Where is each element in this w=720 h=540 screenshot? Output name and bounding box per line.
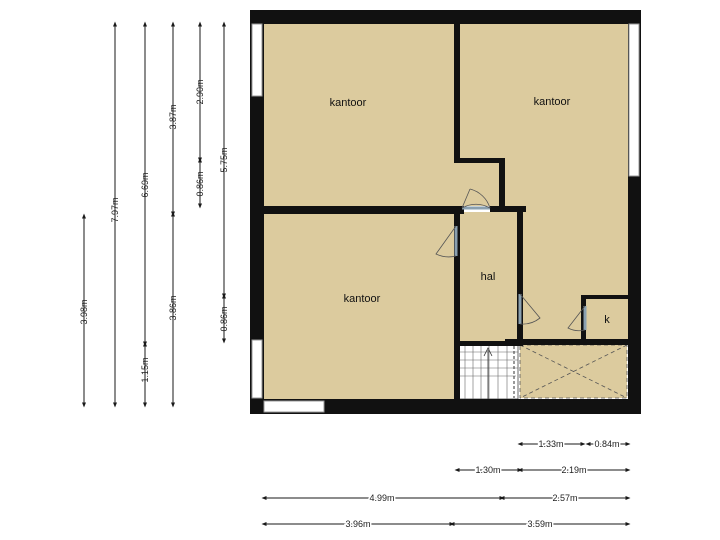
dim-v-3-87: 3.87m	[168, 104, 178, 129]
floor-kantoor-top-left	[264, 24, 457, 206]
door-top-corridor	[461, 188, 491, 210]
wall-hal-top	[490, 206, 526, 212]
floor-corridor	[457, 160, 501, 206]
wall-k-top	[581, 295, 630, 299]
window-left-lower	[251, 339, 263, 399]
dim-v-7-97: 7.97m	[110, 197, 120, 222]
dim-h-3-96: 3.96m	[345, 519, 370, 529]
floor-hal	[457, 212, 520, 341]
floor-kantoor-bottom	[264, 214, 457, 400]
room-label-k: k	[604, 314, 610, 326]
vertical-dimensions: 3.98m 7.97m 6.69m 1.15m 3.87m 3.86m 2.90…	[79, 21, 229, 408]
room-labels: kantoor kantoor kantoor hal k	[330, 96, 611, 326]
dim-v-0-86-bottom: 0.86m	[219, 306, 229, 331]
wall-left	[250, 10, 264, 414]
dim-h-1-30: 1.30m	[475, 465, 500, 475]
dim-h-2-19: 2.19m	[561, 465, 586, 475]
room-label-hal: hal	[481, 271, 496, 283]
dim-h-4-99: 4.99m	[369, 493, 394, 503]
wall-storage-top	[505, 339, 630, 345]
horizontal-dimensions: 1.33m 0.84m 1.30m 2.19m 4.99m 2.57m 3.96…	[261, 438, 631, 531]
storage-cross	[519, 344, 628, 399]
wall-mid-horizontal	[264, 206, 464, 214]
room-label-kantoor-top-left: kantoor	[330, 97, 367, 109]
dim-v-1-15: 1.15m	[140, 357, 150, 382]
dim-v-0-86-top: 0.86m	[195, 171, 205, 196]
stairs	[457, 344, 519, 400]
dim-h-3-59: 3.59m	[527, 519, 552, 529]
dim-h-0-84: 0.84m	[594, 439, 619, 449]
wall-step-horizontal	[454, 158, 505, 163]
doors	[435, 188, 587, 332]
windows	[251, 23, 640, 413]
dim-h-2-57: 2.57m	[552, 493, 577, 503]
door-hal-right	[518, 293, 541, 325]
wall-hal-bottom	[454, 341, 523, 346]
door-kantoor-bottom	[435, 225, 458, 258]
floor-kantoor-right-bottom	[520, 296, 583, 341]
dim-v-2-90: 2.90m	[195, 79, 205, 104]
dim-v-3-86: 3.86m	[168, 295, 178, 320]
wall-top	[250, 10, 641, 24]
dim-v-6-69: 6.69m	[140, 172, 150, 197]
room-label-kantoor-top-right: kantoor	[534, 96, 571, 108]
floor-k	[583, 298, 630, 341]
room-label-kantoor-bottom: kantoor	[344, 293, 381, 305]
wall-mid-vertical	[454, 24, 460, 160]
wall-step-vertical	[499, 158, 505, 206]
wall-hal-right	[517, 206, 523, 346]
floor-area	[264, 24, 630, 400]
window-right-upper	[628, 23, 640, 177]
dim-v-3-98: 3.98m	[79, 299, 89, 324]
window-left-upper	[251, 23, 263, 97]
window-bottom	[263, 400, 325, 413]
dim-h-1-33: 1.33m	[538, 439, 563, 449]
door-k	[567, 305, 587, 332]
dim-v-5-75: 5.75m	[219, 147, 229, 172]
floor-kantoor-top-right	[457, 24, 630, 160]
wall-bottom	[250, 399, 641, 414]
wall-hal-left	[454, 206, 460, 399]
